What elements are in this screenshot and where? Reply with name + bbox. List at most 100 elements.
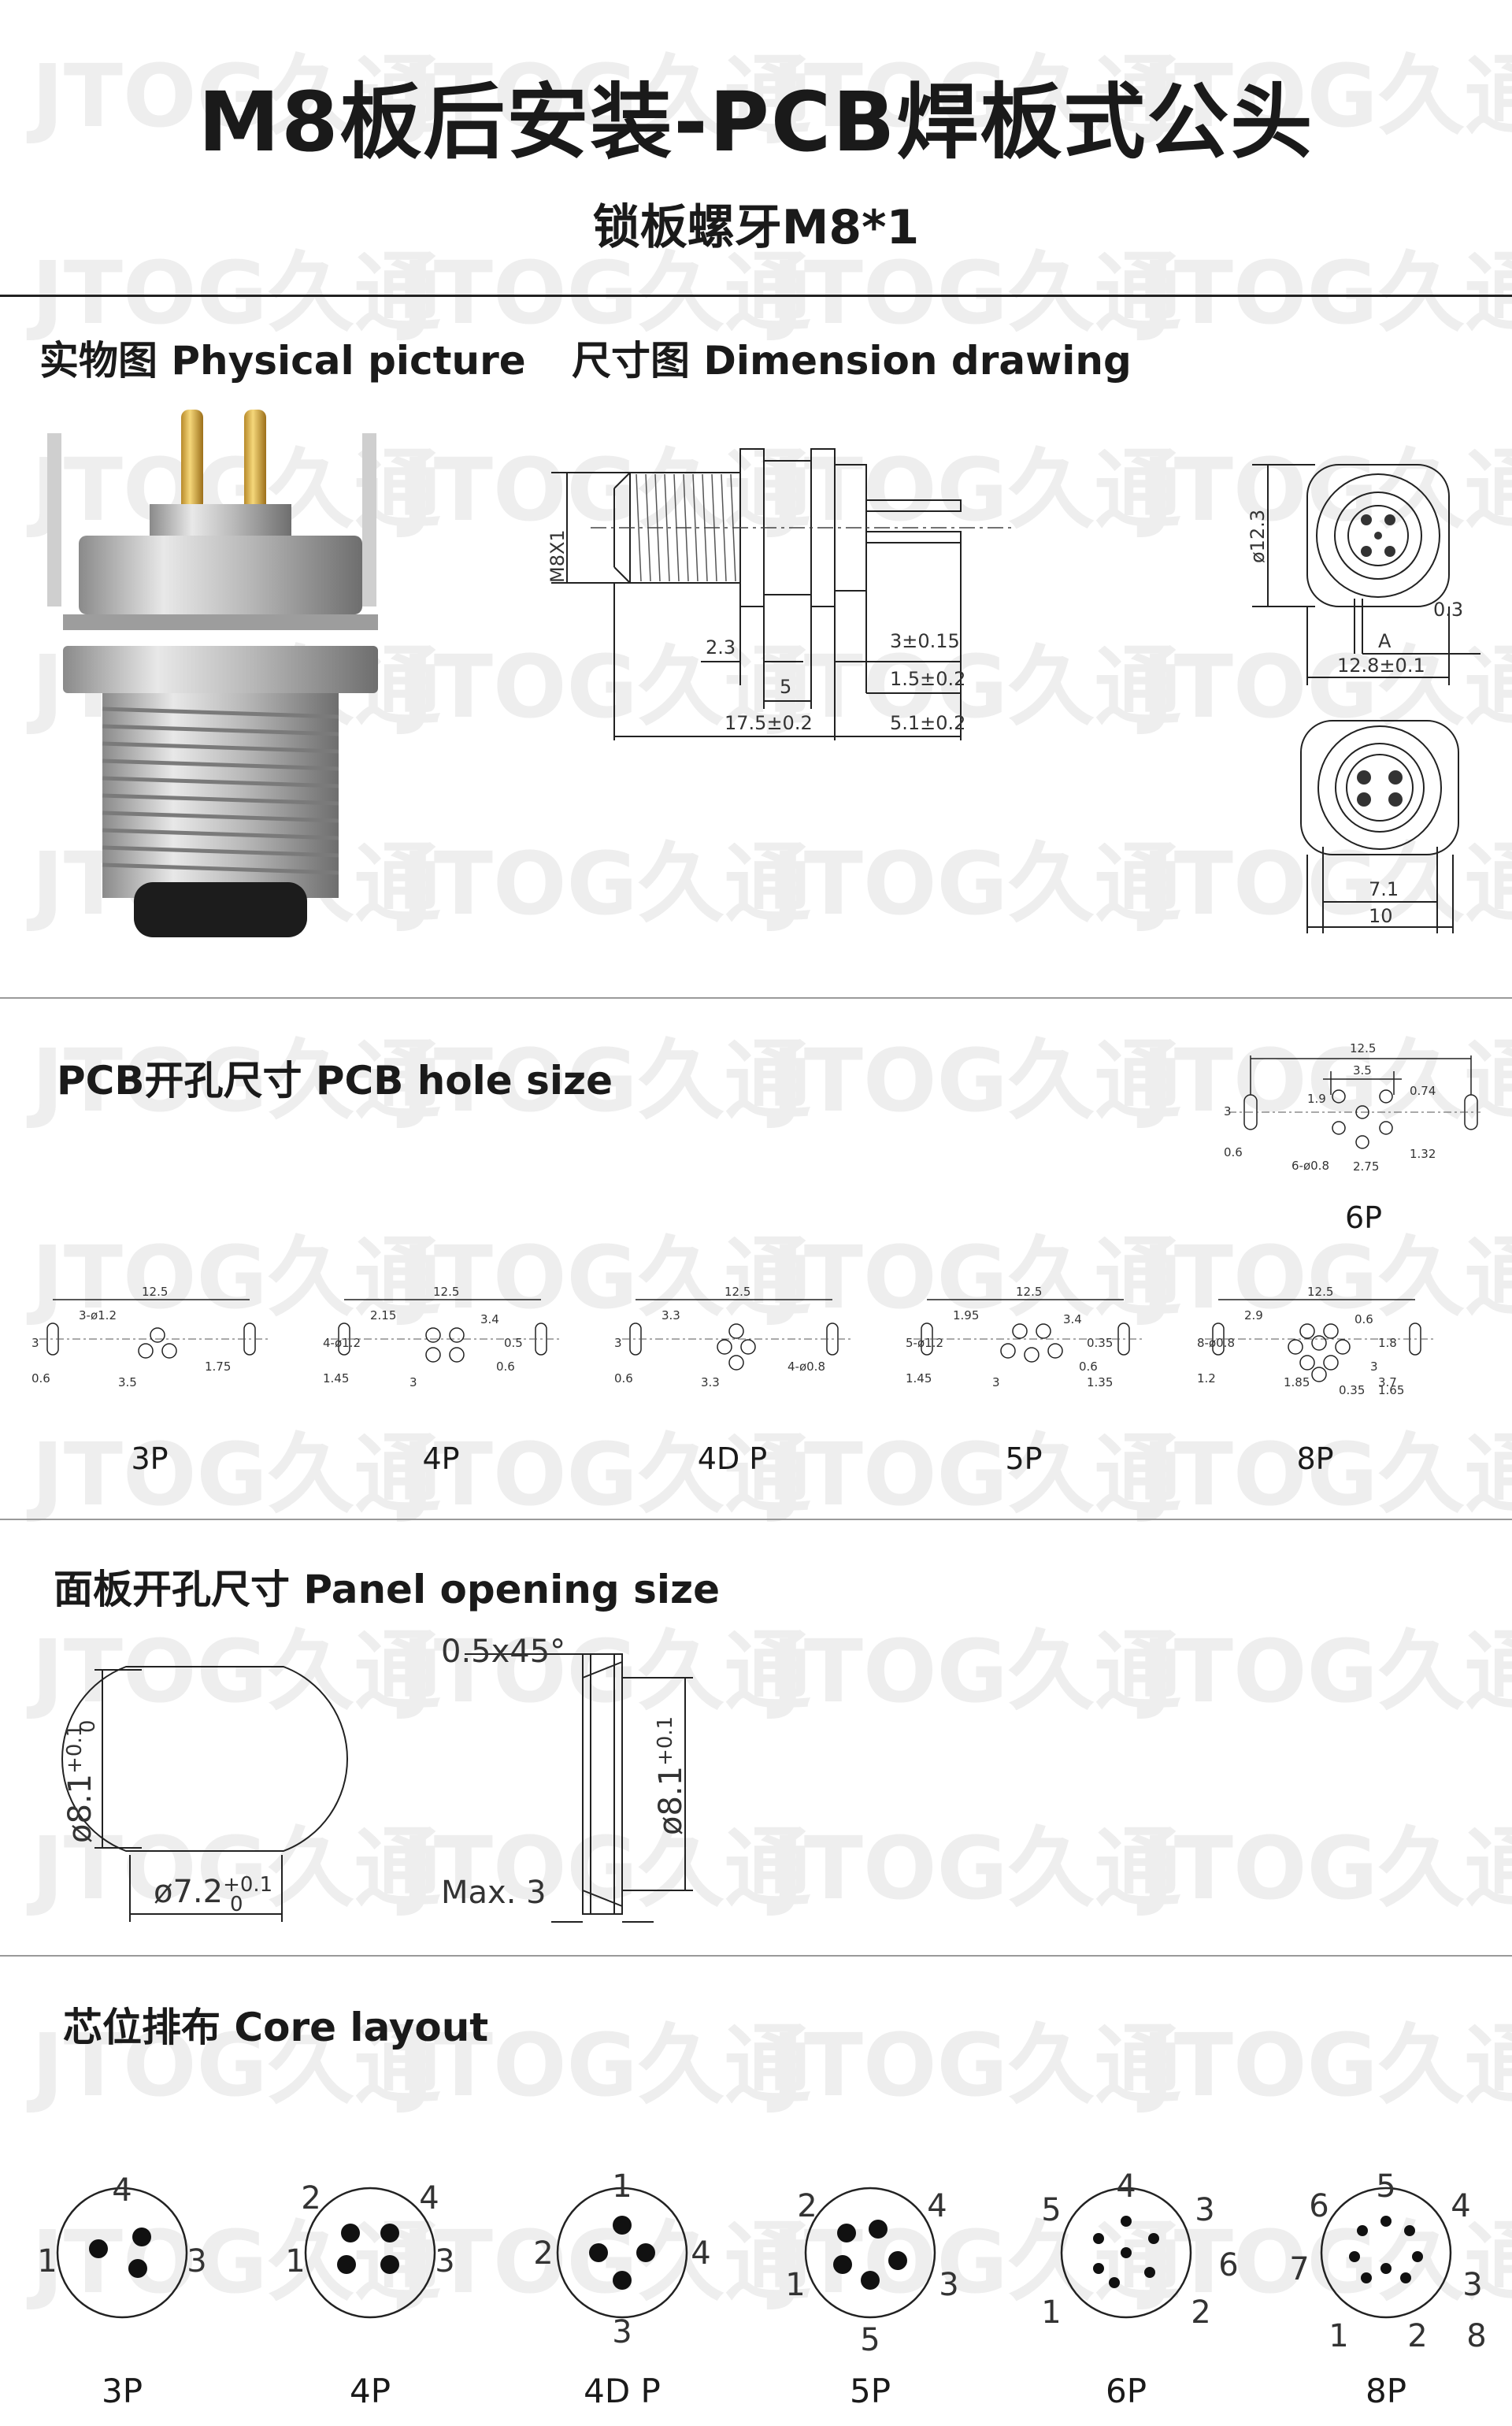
physical-picture-heading: 实物图 Physical picture	[39, 338, 526, 384]
pcb-hole	[425, 1347, 441, 1363]
pcb-dim-label: 4-ø0.8	[788, 1360, 825, 1374]
watermark-text: JTOG久通	[396, 243, 811, 343]
core-pin-number: 8	[1466, 2318, 1486, 2354]
pcb-hole	[1299, 1355, 1315, 1371]
pcb-dim-label: 2.9	[1244, 1308, 1263, 1322]
core-pin	[869, 2220, 888, 2239]
pcb-dim-label: 1.35	[1087, 1375, 1113, 1389]
pcb-hole	[1323, 1323, 1339, 1339]
pcb-dim-label: 5-ø1.2	[906, 1336, 943, 1350]
core-pin	[337, 2255, 356, 2274]
core-pin	[1144, 2267, 1155, 2278]
core-pin	[1121, 2216, 1132, 2227]
core-pin	[380, 2255, 399, 2274]
pcb-hole	[1000, 1343, 1016, 1359]
pcb-item-label: 5P	[1005, 1441, 1042, 1476]
pcb-hole	[1024, 1347, 1040, 1363]
core-outline	[304, 2187, 436, 2319]
pcb-hole	[728, 1355, 744, 1371]
core-layout-heading: 芯位排布 Core layout	[63, 2005, 489, 2050]
pcb-hole	[1311, 1335, 1327, 1351]
dim-7-1: 7.1	[1369, 878, 1399, 900]
pcb-dim-label: 3	[32, 1336, 39, 1350]
core-pin-number: 1	[1041, 2294, 1061, 2331]
pcb-dim-label: 0.6	[32, 1371, 50, 1385]
thread-line	[102, 724, 339, 736]
pcb-dim-label: 0.6	[1354, 1312, 1373, 1326]
core-pin-number: 3	[1195, 2192, 1214, 2228]
core-pin-number: 1	[612, 2168, 632, 2205]
core-pin	[1361, 2272, 1372, 2283]
panel-opening-heading: 面板开孔尺寸 Panel opening size	[54, 1567, 720, 1612]
panel-phi8-1-tol-zero: 0	[76, 1719, 100, 1733]
panel-phi8-1-b: ø8.1+0.1	[653, 1716, 689, 1835]
core-outline	[556, 2187, 688, 2319]
pcb-dim-label: 12.5	[1016, 1285, 1042, 1299]
pcb-dim-label: 12.5	[142, 1285, 168, 1299]
thread-line	[102, 707, 339, 719]
thread-line	[102, 811, 339, 823]
pcb-dim-label: 1.2	[1197, 1371, 1216, 1385]
core-pin	[888, 2251, 907, 2270]
6p-dim-2: 1.9	[1307, 1092, 1326, 1106]
pcb-item-label: 8P	[1296, 1441, 1333, 1476]
core-pin-number: 2	[1407, 2318, 1427, 2354]
pcb-dim-label: 0.35	[1087, 1336, 1113, 1350]
panel-phi8-1: ø8.1+0.1	[62, 1724, 98, 1843]
core-outline	[804, 2187, 936, 2319]
thread-line	[102, 862, 339, 875]
pcb-hole	[138, 1343, 154, 1359]
core-outline	[56, 2187, 188, 2319]
pcb-dim-label: 3.5	[118, 1375, 137, 1389]
header-divider	[0, 295, 1512, 297]
thread-line	[692, 473, 699, 582]
pcb-dim-label: 12.5	[1307, 1285, 1333, 1299]
watermark-text: JTOG久通	[766, 243, 1181, 343]
pcb-hole	[1047, 1343, 1063, 1359]
watermark-text: JTOG久通	[1136, 1621, 1512, 1722]
pcb-dim-label: 3.3	[662, 1308, 680, 1322]
pcb-hole	[1299, 1323, 1315, 1339]
core-pin-number: 3	[612, 2314, 632, 2350]
pcb-hole-heading: PCB开孔尺寸 PCB hole size	[57, 1058, 613, 1104]
pcb-dim-label: 8-ø0.8	[1197, 1336, 1235, 1350]
pcb-dim-label: 3	[992, 1375, 1000, 1389]
core-pin-number: 1	[285, 2243, 305, 2279]
pcb-dim-label: 0.6	[496, 1360, 515, 1374]
core-pin-number: 7	[1289, 2251, 1309, 2287]
pcb-dim-label: 2.15	[370, 1308, 396, 1322]
core-pin	[636, 2243, 655, 2262]
core-pin-number: 6	[1218, 2247, 1238, 2283]
core-pin-number: 1	[37, 2243, 57, 2279]
core-pin-number: 2	[1191, 2294, 1210, 2331]
pcb-hole	[1311, 1367, 1327, 1382]
thread-line	[102, 793, 339, 806]
dim-2-3: 2.3	[706, 636, 736, 658]
pcb-dim-label: 3-ø1.2	[79, 1308, 117, 1322]
6p-dim-4: 3	[1224, 1104, 1232, 1118]
core-pin-number: 5	[1376, 2168, 1395, 2205]
core-pin-number: 5	[860, 2322, 880, 2358]
core-pin-number: 4	[1451, 2188, 1470, 2224]
core-pin-number: 4	[691, 2235, 710, 2272]
pcb-hole	[161, 1343, 177, 1359]
core-pin-number: 6	[1309, 2188, 1329, 2224]
pcb-dim-label: 1.65	[1378, 1383, 1404, 1397]
panel-opening-drawing: ø8.1+0.1 0 ø7.2+0.1 0 0.5x45° ø8.1+0.1 M…	[61, 1634, 693, 1923]
panel-phi7-2: ø7.2+0.1	[154, 1873, 272, 1910]
panel-chamfer: 0.5x45°	[441, 1634, 565, 1670]
core-pin-number: 4	[419, 2180, 439, 2216]
dim-A: A	[1378, 630, 1392, 652]
dim-0-3: 0.3	[1433, 599, 1463, 621]
pcb-hole	[449, 1347, 465, 1363]
watermark-text: JTOG久通	[766, 1818, 1181, 1919]
thread-line	[636, 473, 642, 582]
pcb-hole	[449, 1327, 465, 1343]
6p-dim-5: 0.6	[1224, 1145, 1243, 1159]
dimension-drawing-side: M8X1 2.3 5 17.5±0.2 3±0.15 1.5±0.2 5.1±0…	[547, 448, 1016, 740]
